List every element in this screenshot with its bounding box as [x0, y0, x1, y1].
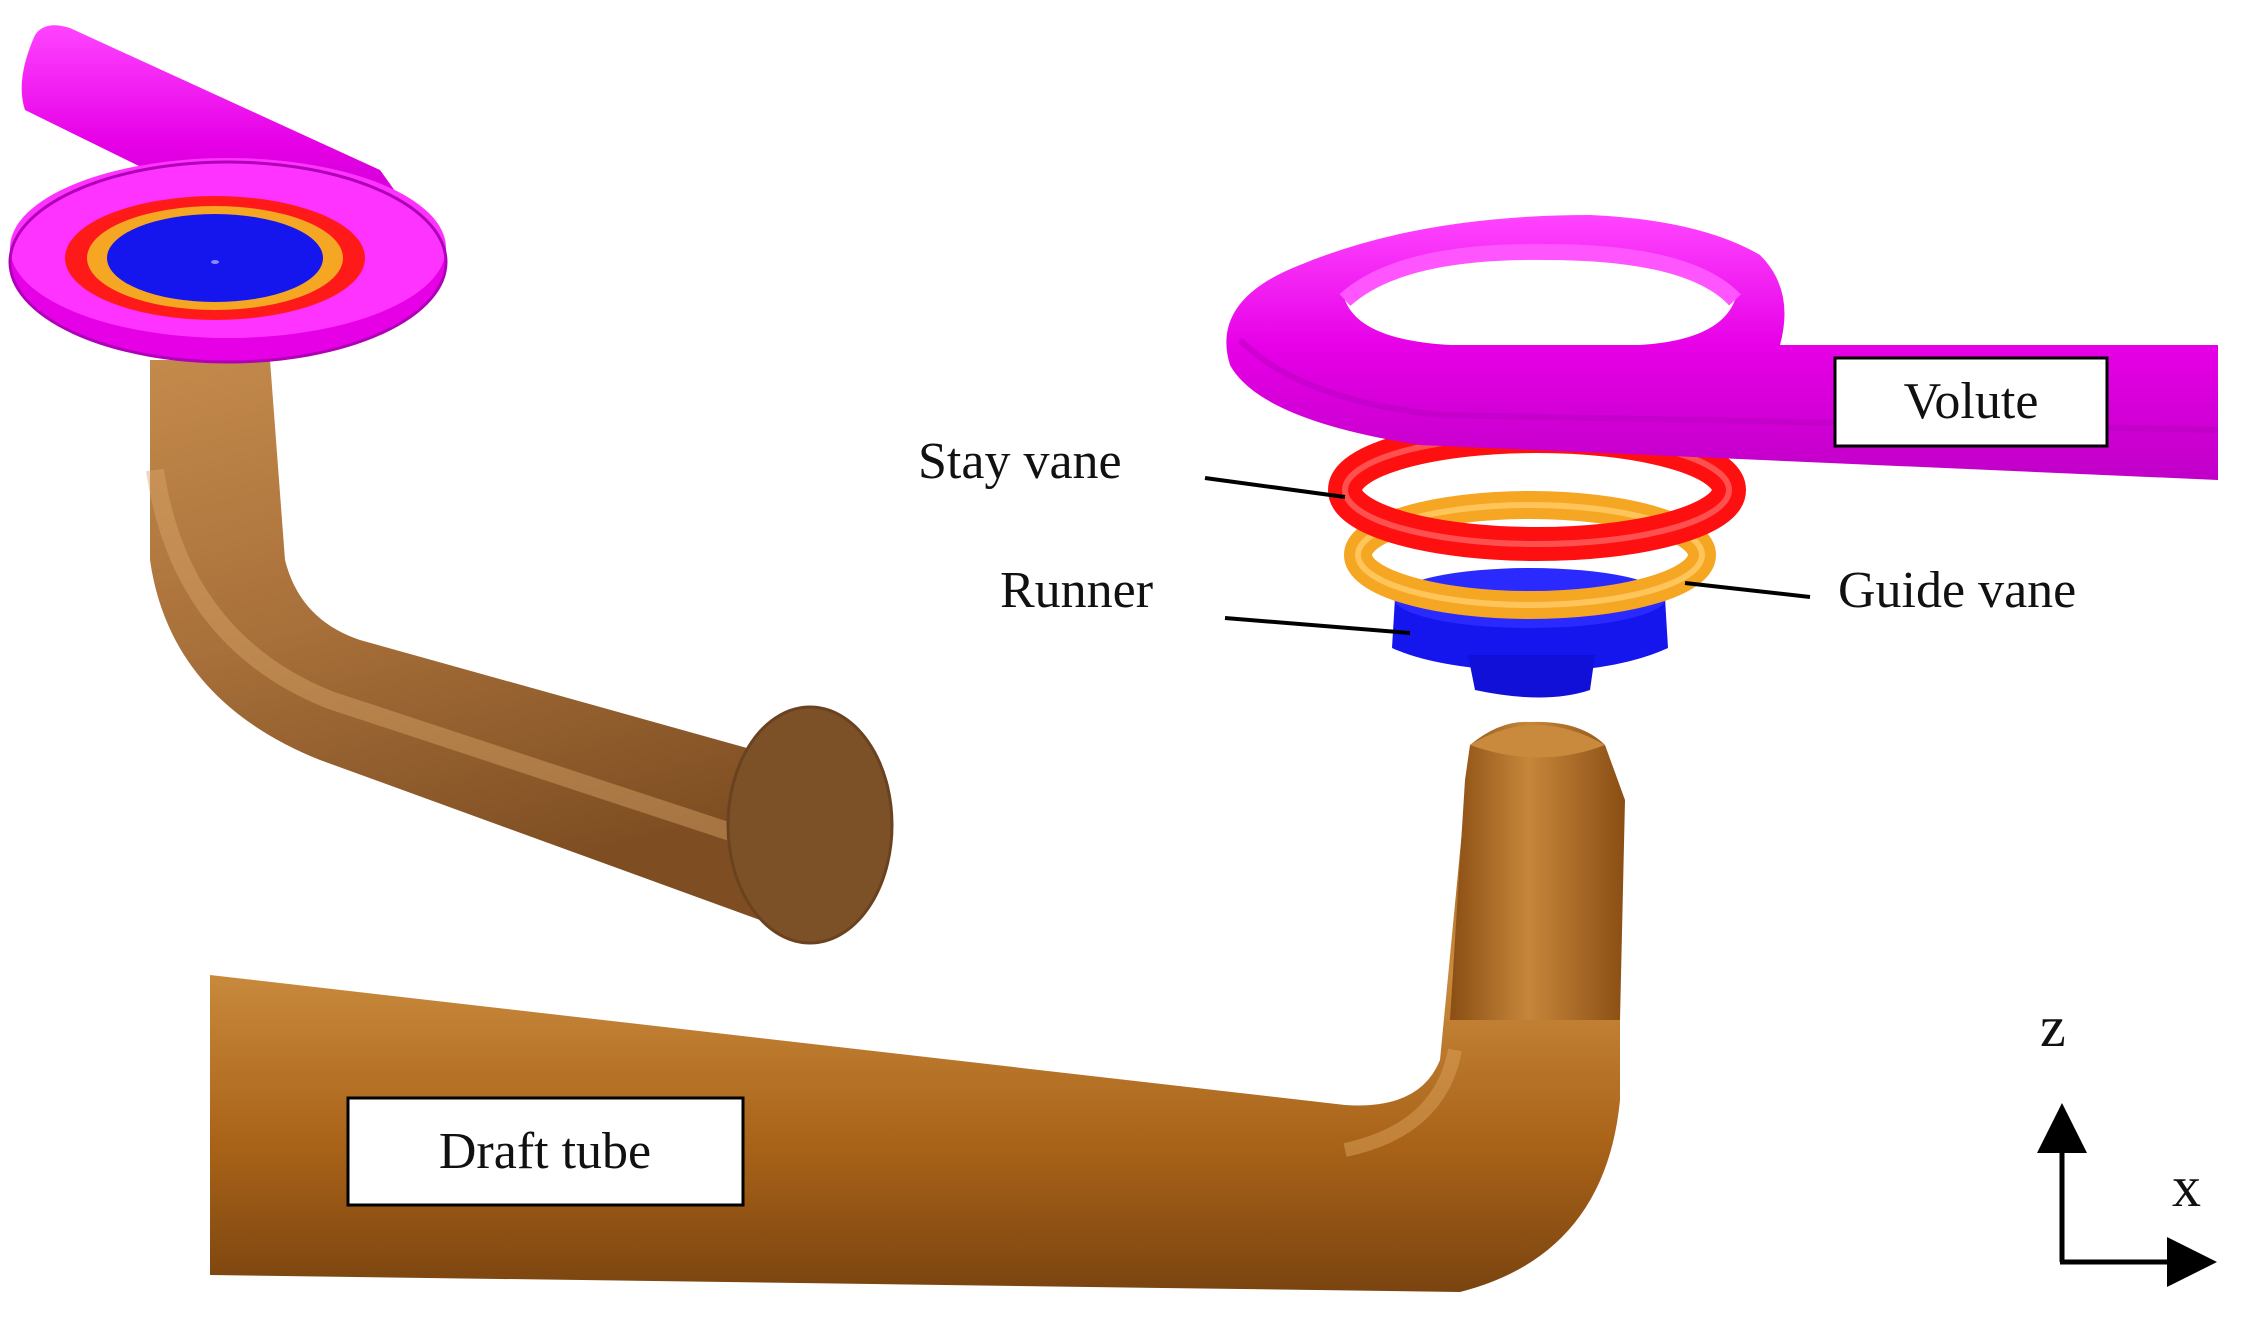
- right-guide-vane: [1344, 491, 1716, 619]
- left-draft-tube: [146, 360, 894, 945]
- stay-vane-label: Stay vane: [918, 433, 1122, 490]
- runner-leader: [1224, 616, 1411, 635]
- coordinate-axes: z x: [2037, 994, 2217, 1287]
- guide-vane-label: Guide vane: [1838, 562, 2076, 619]
- x-axis-label: x: [2172, 1154, 2201, 1219]
- guide-vane-leader: [1684, 581, 1811, 599]
- leader-lines: [1204, 476, 1811, 635]
- draft-tube-label-box: Draft tube: [346, 1096, 745, 1207]
- runner-label: Runner: [1000, 562, 1153, 619]
- volute-label-box: Volute: [1833, 356, 2109, 448]
- draft-tube-label: Draft tube: [439, 1123, 651, 1180]
- stay-vane-leader: [1204, 476, 1346, 499]
- z-axis-label: z: [2040, 994, 2066, 1059]
- left-volute: [8, 25, 448, 364]
- volute-label: Volute: [1904, 373, 2039, 430]
- left-assembly: [8, 25, 894, 945]
- left-runner: [107, 214, 323, 302]
